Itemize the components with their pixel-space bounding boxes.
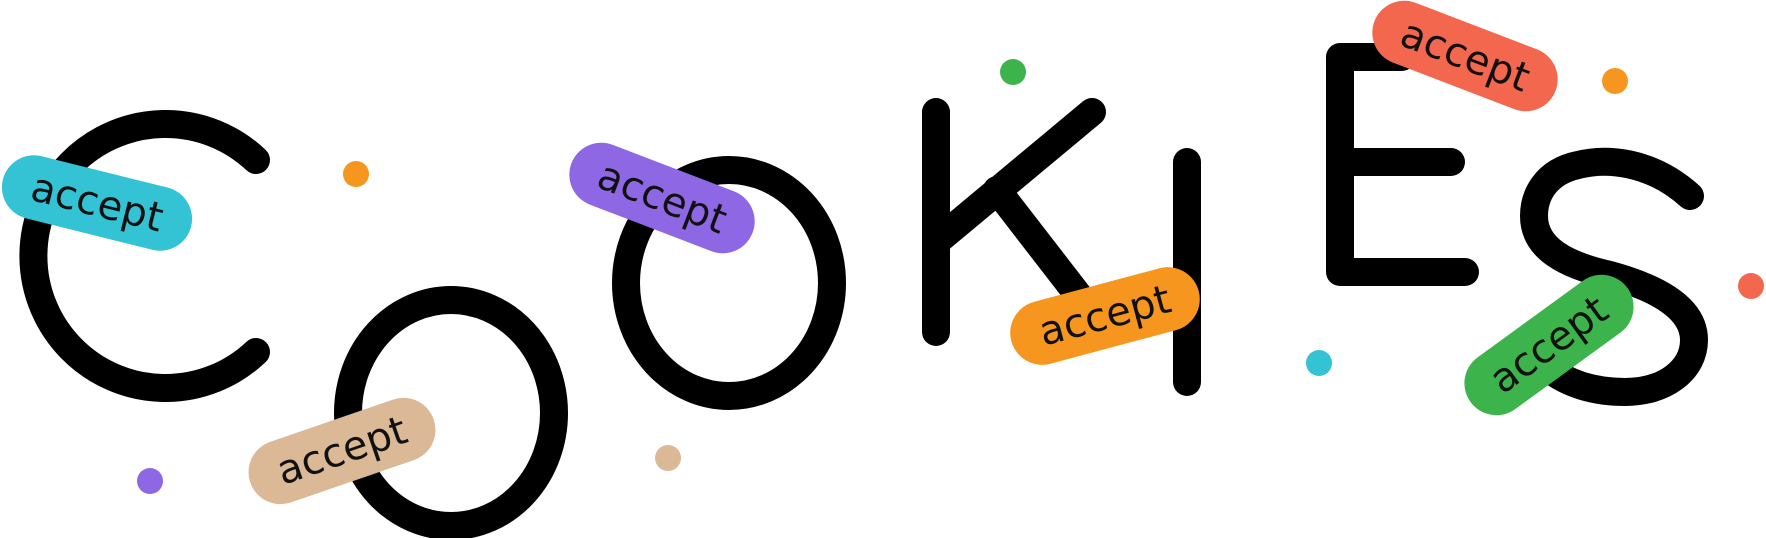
button-pill: [1, 155, 193, 251]
letter-o: [612, 156, 846, 410]
dot: [343, 161, 369, 187]
dot: [1602, 68, 1628, 94]
letter-c: [19, 110, 270, 402]
accept-button[interactable]: accept: [1363, 0, 1567, 121]
dot: [1000, 59, 1026, 85]
letter-k: [922, 98, 1106, 346]
button-pill: [1464, 274, 1634, 416]
accept-button[interactable]: accept: [560, 133, 764, 262]
decorative-dots: [137, 59, 1764, 494]
button-pill: [569, 142, 755, 254]
letter-o: [334, 286, 568, 538]
letter-s: [1520, 147, 1708, 406]
letter-e: [1326, 43, 1479, 286]
dot: [655, 445, 681, 471]
dot: [137, 468, 163, 494]
button-pill: [248, 397, 436, 505]
dot: [1738, 273, 1764, 299]
button-pill: [1372, 0, 1558, 112]
button-pill: [1010, 267, 1200, 365]
dot: [1306, 350, 1332, 376]
cookies-word: [19, 43, 1708, 538]
